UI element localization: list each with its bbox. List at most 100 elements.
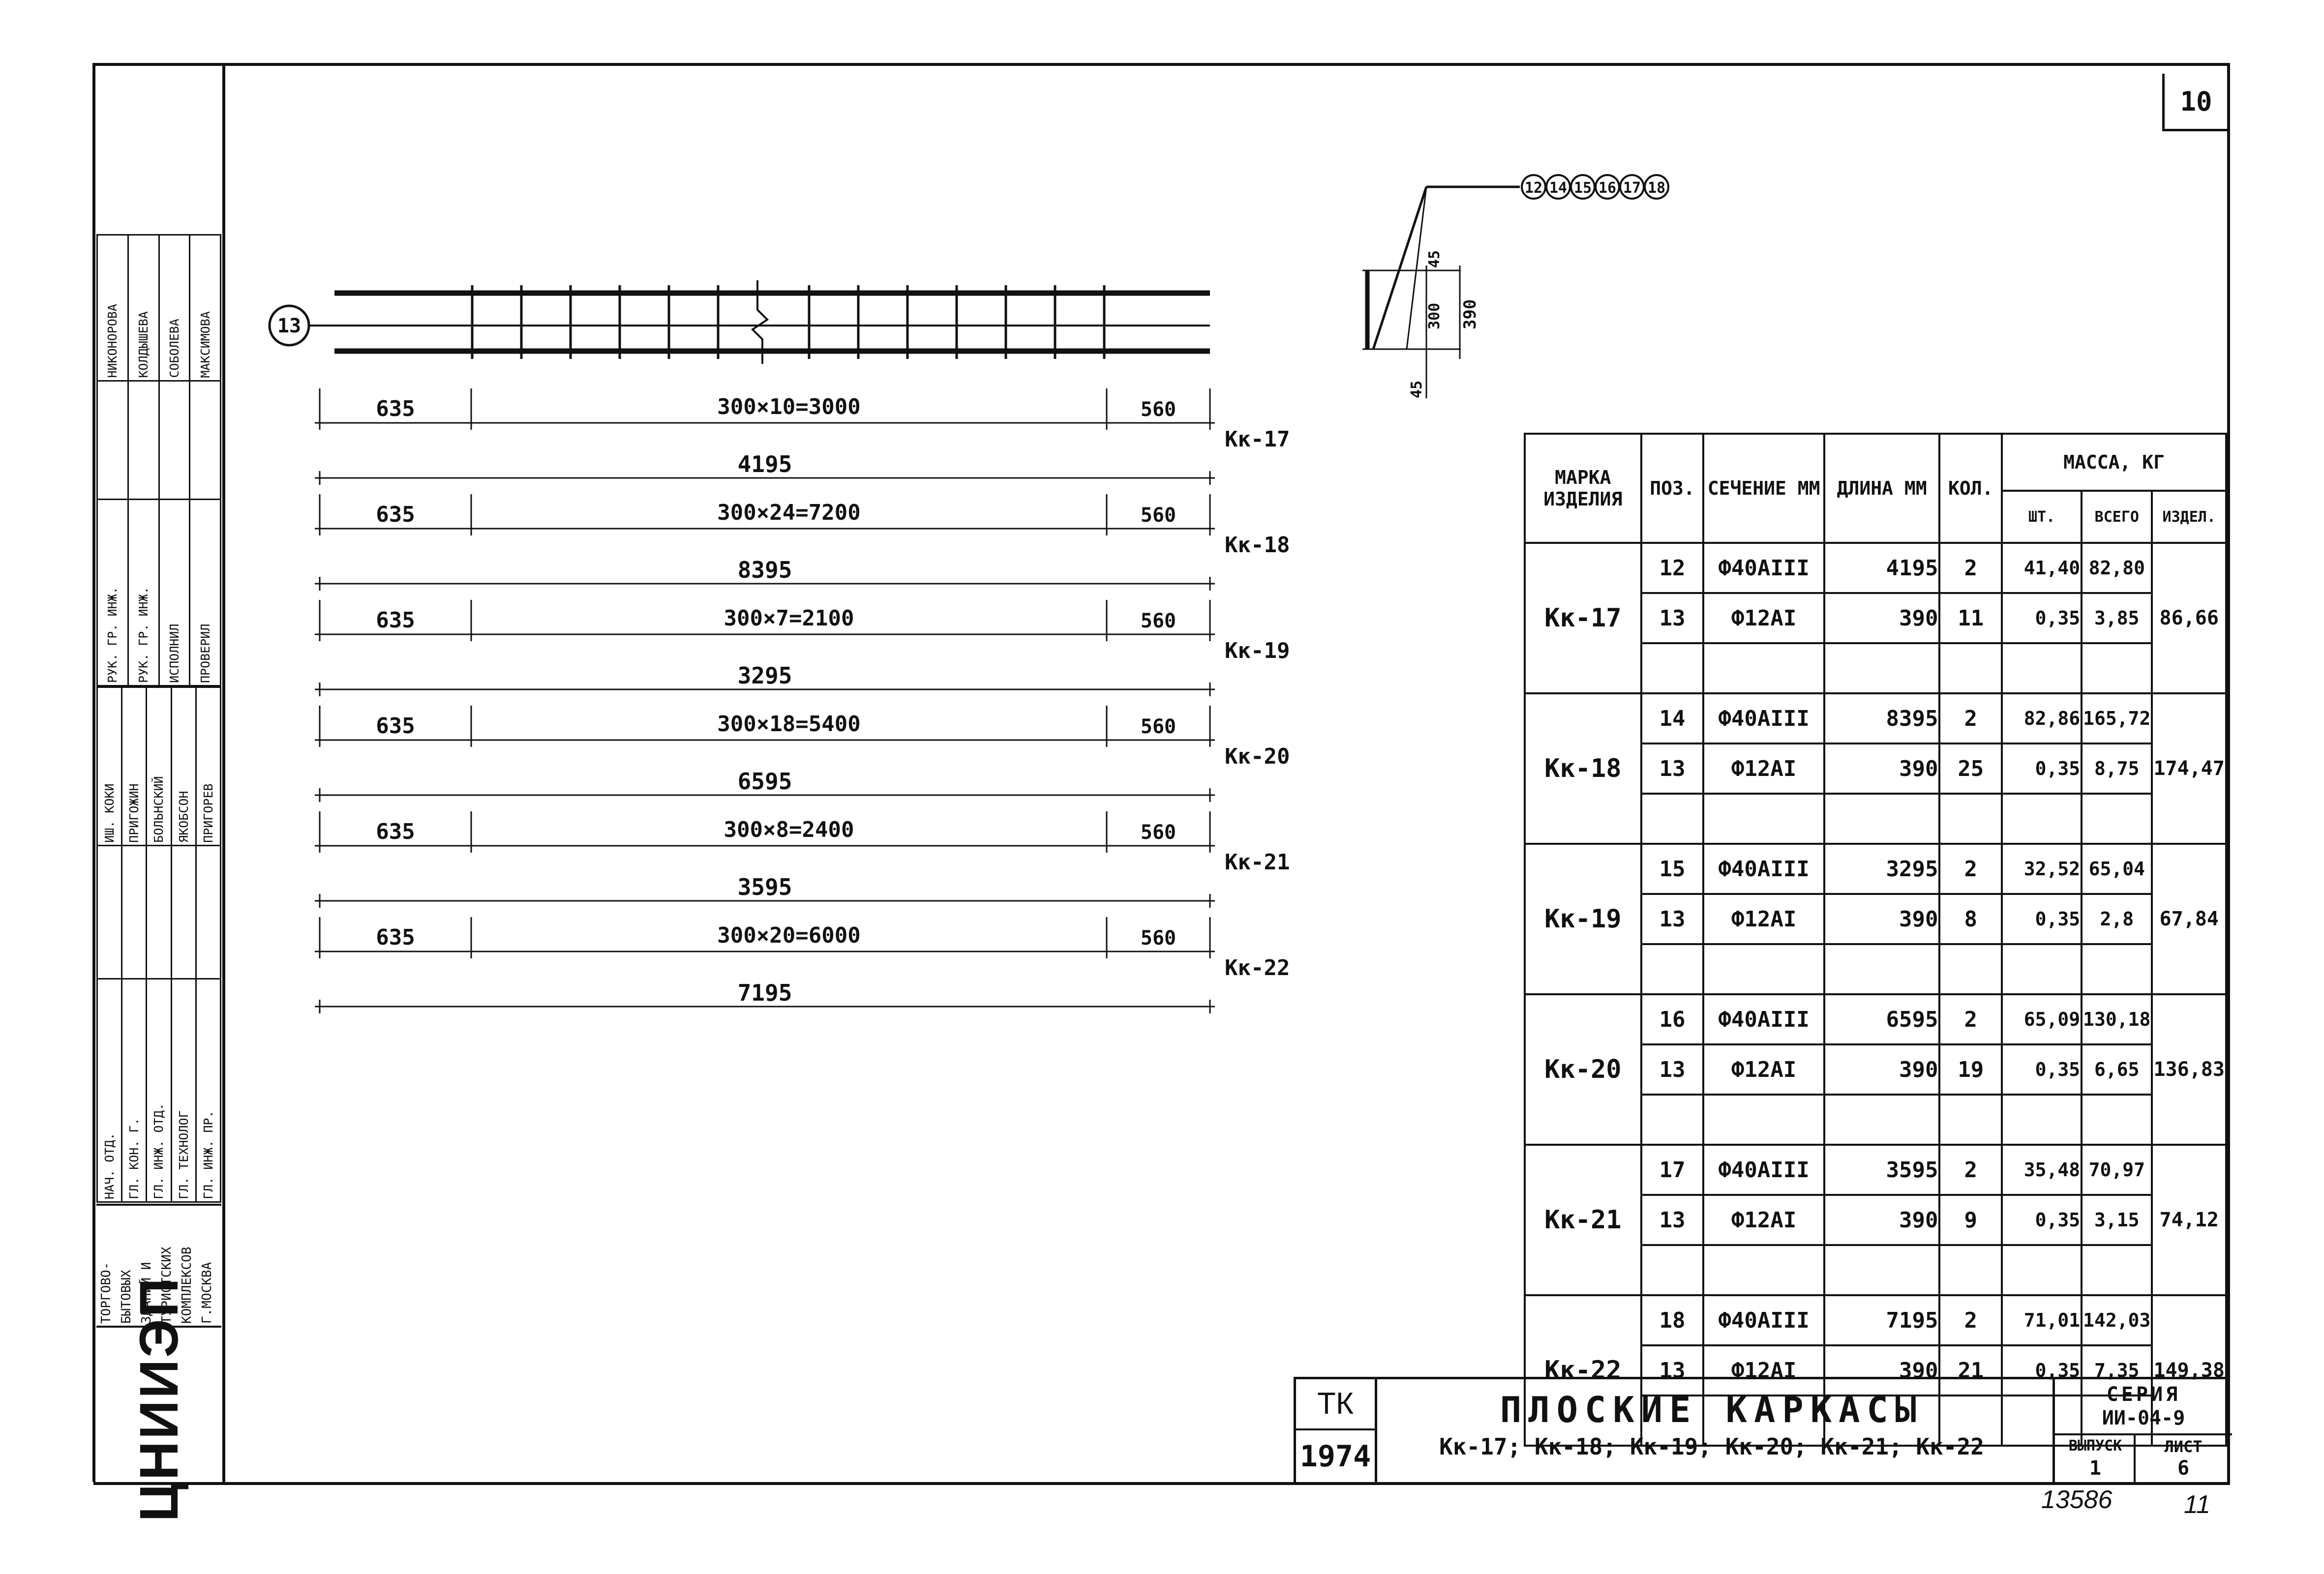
spec-section [1702,793,1825,845]
spec-mark: Кк-20 [1524,993,1642,1146]
bar-tag: 16 [1599,179,1616,197]
spec-row [1525,1395,2226,1447]
spec-piece: 0,35 [2001,592,2083,644]
sheet-title: ПЛОСКИЕ КАРКАСЫ [1500,1389,1924,1430]
spec-section: Ф40АIII [1702,692,1825,744]
org-logo: ЦНИИЭП [96,1276,221,1522]
spec-table: МАРКА ИЗДЕЛИЯ ПОЗ. СЕЧЕНИЕ ММ ДЛИНА ММ К… [1524,433,2227,1447]
dim-middle: 300×18=5400 [717,712,860,737]
spec-total: 142,03 [2081,1294,2153,1346]
cross-bars [471,285,1106,359]
page-mark: 11 [2184,1490,2210,1519]
spec-qty: 19 [1938,1043,2003,1096]
spec-row [1525,1094,2226,1146]
spec-total [2081,943,2153,995]
spec-qty [1938,1094,2003,1146]
dim-middle: 300×20=6000 [717,923,860,948]
spec-length [1823,793,1941,845]
spec-total: 82,80 [2081,542,2153,594]
header-pos: ПОЗ. [1640,433,1705,544]
dim-total: 3295 [738,662,792,689]
dim-left: 635 [376,819,415,844]
dim-right: 560 [1141,821,1176,844]
spec-length: 390 [1823,1194,1941,1246]
spec-item-mass: 136,83 [2151,993,2227,1146]
spec-qty: 2 [1938,692,2003,744]
spec-length: 6595 [1823,993,1941,1045]
spec-pos [1640,1244,1705,1296]
header-section: СЕЧЕНИЕ ММ [1702,433,1825,544]
spec-pos [1640,642,1705,694]
dim-left: 635 [376,502,415,527]
spec-mark: Кк-22 [1524,1294,1642,1447]
spec-length [1823,1094,1941,1146]
org-name: ТОРГОВО- БЫТОВЫХ ЗДАНИЙ И ТУРИСТСКИХ КОМ… [96,1204,221,1327]
archive-code: 13586 [2041,1485,2113,1514]
spec-total: 3,85 [2081,592,2153,644]
dim-right: 560 [1141,610,1176,632]
spec-piece: 35,48 [2001,1144,2083,1196]
dim-total: 4195 [738,451,792,477]
spec-piece: 0,35 [2001,1043,2083,1096]
spec-pos [1640,1094,1705,1146]
frame-mark: Кк-21 [1225,850,1290,875]
spec-pos: 13 [1640,893,1705,945]
spec-piece: 82,86 [2001,692,2083,744]
spec-row [1525,793,2226,845]
spec-total: 6,65 [2081,1043,2153,1096]
frame-mark: Кк-22 [1225,955,1290,980]
spec-section: Ф12АI [1702,742,1825,795]
dim-right: 560 [1141,398,1176,421]
spec-total: 3,15 [2081,1194,2153,1246]
spec-total [2081,1094,2153,1146]
drawing-frame [93,63,2230,1485]
bar-tag-circle [1644,174,1669,200]
series-value: ИИ-04-9 [2102,1407,2185,1429]
sheet-value: 6 [2177,1457,2190,1480]
header-qty: КОЛ. [1938,433,2003,544]
spec-length [1823,1395,1941,1447]
spec-pos [1640,943,1705,995]
spec-section [1702,642,1825,694]
dim-left: 635 [376,925,415,950]
spec-total: 70,97 [2081,1144,2153,1196]
spec-pos: 13 [1640,592,1705,644]
spec-qty [1938,943,2003,995]
code-top: ТК [1296,1379,1375,1430]
spec-pos [1640,1395,1705,1447]
spec-qty: 11 [1938,592,2003,644]
spec-qty: 2 [1938,1144,2003,1196]
dim-total: 8395 [738,557,792,583]
spec-piece [2001,793,2083,845]
spec-piece [2001,1395,2083,1447]
bar-tag: 15 [1574,179,1592,197]
spec-pos: 13 [1640,1043,1705,1096]
dim-middle: 300×8=2400 [724,817,854,842]
dim-middle: 300×10=3000 [717,394,860,419]
spec-length: 390 [1823,592,1941,644]
spec-section: Ф40АIII [1702,1294,1825,1346]
spec-pos: 16 [1640,993,1705,1045]
spec-length: 3595 [1823,1144,1941,1196]
spec-item-mass: 86,66 [2151,542,2227,694]
spec-pos [1640,793,1705,845]
spec-total: 130,18 [2081,993,2153,1045]
spec-length: 8395 [1823,692,1941,744]
spec-qty: 2 [1938,542,2003,594]
spec-section: Ф12АI [1702,1043,1825,1096]
spec-pos: 17 [1640,1144,1705,1196]
series-box: СЕРИЯ ИИ-04-9 ВЫПУСК 1 ЛИСТ 6 [2052,1379,2232,1484]
spec-pos: 15 [1640,843,1705,895]
header-mark: МАРКА ИЗДЕЛИЯ [1524,433,1642,544]
spec-row [1525,1244,2226,1296]
dim-total: 3595 [738,874,792,900]
bar-tag: 18 [1648,179,1665,197]
spec-mark: Кк-19 [1524,843,1642,995]
dim-left: 635 [376,713,415,739]
